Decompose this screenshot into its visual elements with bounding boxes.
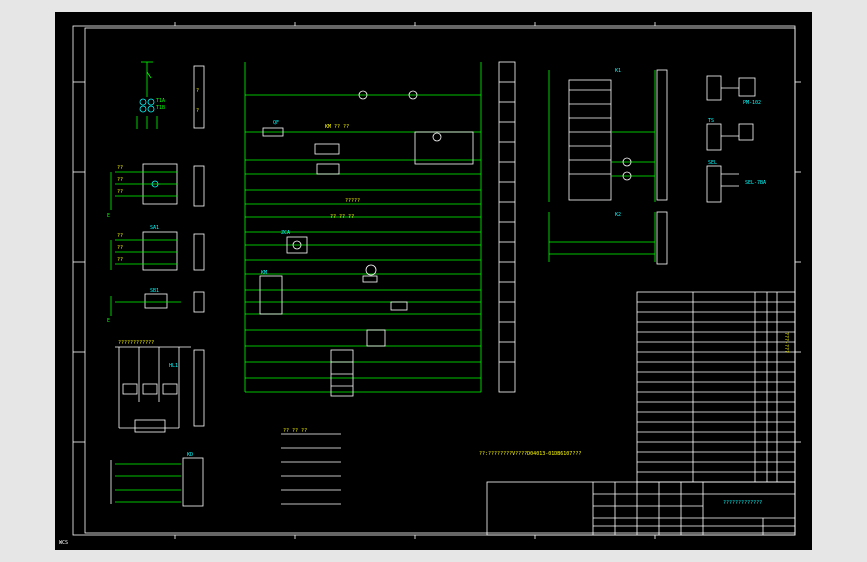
terminal-strip-2 <box>193 165 205 207</box>
switch-block-2: ???? ?? SA1 <box>110 225 178 271</box>
bottom-contact-list: ?? ?? ?? <box>281 428 341 505</box>
terminal-strip-5 <box>193 349 205 427</box>
right-modules: PM-102 TS SEL SEL-7BA <box>706 75 766 203</box>
terminal-strip-1 <box>193 65 205 129</box>
transformer-group: T1A T1B <box>136 61 165 129</box>
drawing-viewport[interactable]: T1A T1B ?? ???? ?? E ???? ?? SA1 SB1 E <box>55 12 812 550</box>
svg-text:KM ?? ??: KM ?? ?? <box>325 124 349 130</box>
control-circuit: QF KM ZCA KM ?? ?? ????? ?? ?? ?? <box>244 62 482 397</box>
svg-text:??: ?? <box>117 165 123 171</box>
label-k1: K1 <box>615 68 621 74</box>
svg-text:?? ?? ??: ?? ?? ?? <box>330 214 354 220</box>
drawing-border-outer <box>72 25 796 536</box>
title-block: ????????????? <box>486 481 796 536</box>
sheet-title: ????????????? <box>723 500 762 506</box>
label-sa1: SA1 <box>150 225 159 231</box>
svg-text:??: ?? <box>117 189 123 195</box>
parts-list-table: ???-??? <box>636 291 796 483</box>
label-sb1: SB1 <box>150 288 159 294</box>
label-zc: ZCA <box>281 230 290 236</box>
main-note: ??:????????V????D04013-01DB6107??? <box>479 451 581 457</box>
svg-text:?: ? <box>196 108 199 114</box>
right-circuit: K1 K2 <box>548 68 668 265</box>
svg-text:?????: ????? <box>345 198 360 204</box>
label-sel2: SEL-7BA <box>745 180 766 186</box>
label-ts: TS <box>708 118 714 124</box>
relay-block-left: KD <box>110 452 204 507</box>
terminal-strip-4 <box>193 291 205 313</box>
svg-text:?: ? <box>196 88 199 94</box>
label-km: KM <box>261 270 267 276</box>
label-hl1: HL1 <box>169 363 178 369</box>
electrical-schematic: T1A T1B ?? ???? ?? E ???? ?? SA1 SB1 E <box>59 22 801 546</box>
label-e1: E <box>107 213 110 219</box>
svg-text:????????????: ???????????? <box>118 340 154 346</box>
svg-text:??: ?? <box>117 177 123 183</box>
label-k2: K2 <box>615 212 621 218</box>
label-kd: KD <box>187 452 193 458</box>
svg-text:??: ?? <box>117 245 123 251</box>
svg-text:?? ?? ??: ?? ?? ?? <box>283 428 307 434</box>
svg-text:??: ?? <box>117 233 123 239</box>
svg-text:??: ?? <box>117 257 123 263</box>
border-ticks <box>73 22 801 539</box>
label-tb: T1B <box>156 105 165 111</box>
switch-block-1: ???? ?? E <box>107 163 178 219</box>
label-qf: QF <box>273 120 279 126</box>
label-ta: T1A <box>156 98 165 104</box>
drawing-border-inner <box>84 27 796 534</box>
label-e2: E <box>107 318 110 324</box>
side-code: ???-??? <box>783 332 789 353</box>
lamp-block: ???????????? HL1 <box>115 340 191 433</box>
switch-block-3: SB1 E <box>107 288 181 324</box>
wcs-label: WCS <box>59 540 68 546</box>
terminal-strip-3 <box>193 233 205 271</box>
center-terminal-column <box>498 61 516 393</box>
label-pm: PM-102 <box>743 100 761 106</box>
label-sel: SEL <box>708 160 717 166</box>
